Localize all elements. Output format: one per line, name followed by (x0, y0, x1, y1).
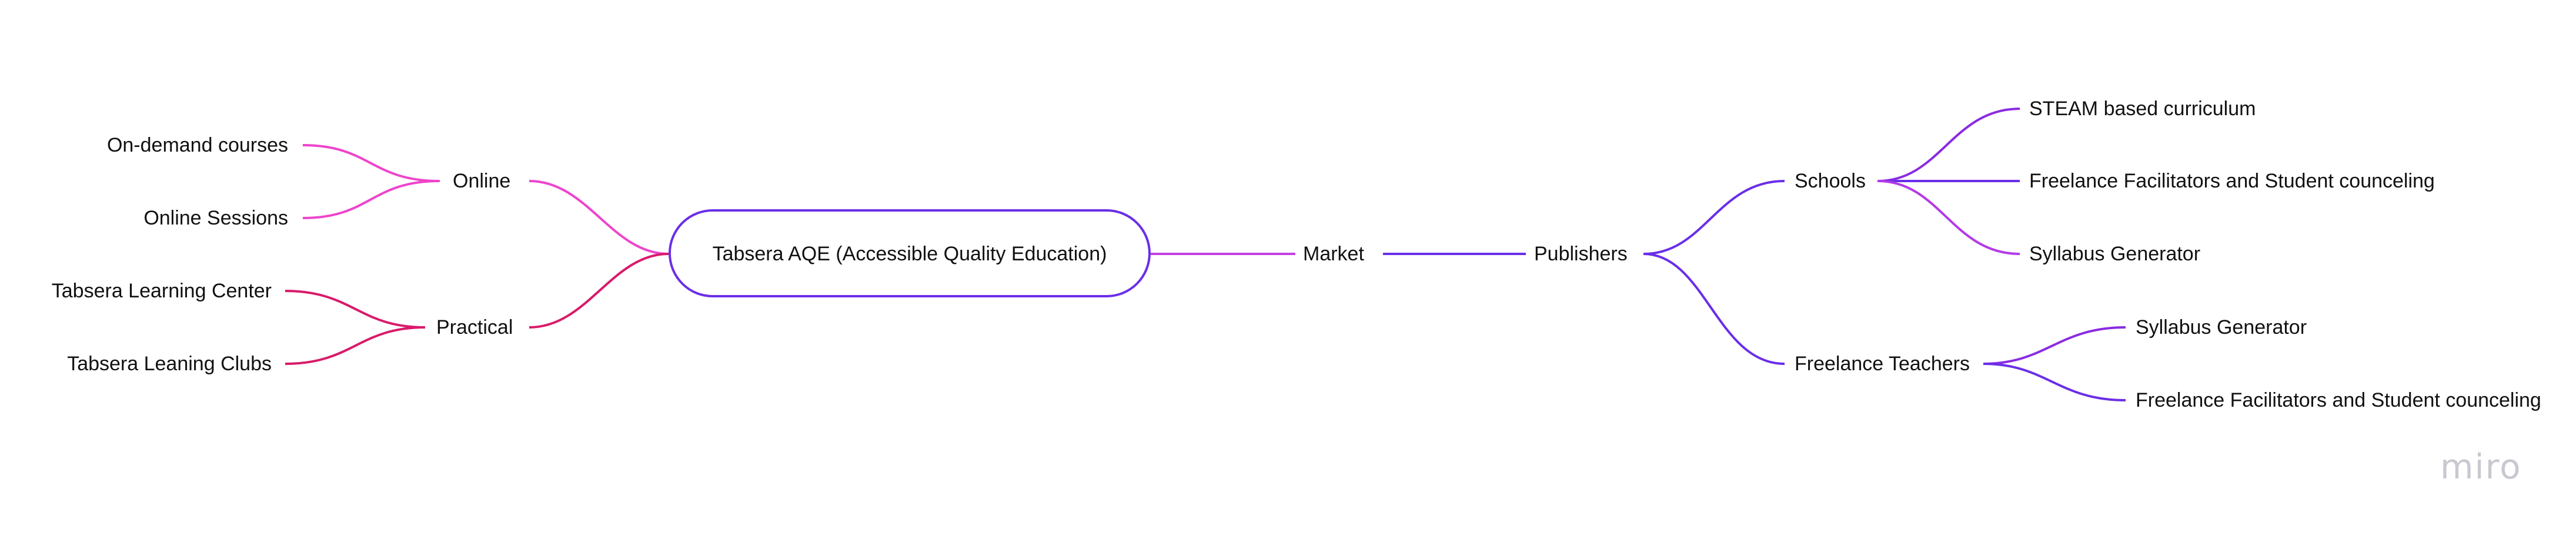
node-freelance-syllabus-generator[interactable]: Syllabus Generator (2136, 316, 2307, 339)
connector-practical-clubs (285, 326, 426, 365)
connector-schools-syllabus (1877, 180, 2020, 255)
node-tabsera-learning-center[interactable]: Tabsera Learning Center (51, 280, 272, 302)
miro-watermark: miro (2440, 447, 2522, 487)
connector-schools-steam (1877, 108, 2020, 182)
node-practical[interactable]: Practical (436, 316, 513, 339)
connector-practical-center (285, 290, 426, 329)
node-schools[interactable]: Schools (1795, 170, 1866, 192)
node-steam-curriculum[interactable]: STEAM based curriculum (2029, 98, 2256, 120)
node-publishers[interactable]: Publishers (1534, 243, 1628, 265)
node-schools-syllabus-generator[interactable]: Syllabus Generator (2029, 243, 2201, 265)
connector-freelance-facilitators (1983, 363, 2126, 401)
connector-root-online (529, 180, 669, 255)
connector-publishers-schools (1643, 180, 1785, 255)
node-on-demand-courses[interactable]: On-demand courses (106, 134, 288, 156)
node-online-sessions[interactable]: Online Sessions (143, 207, 288, 229)
connector-publishers-freelance (1643, 253, 1785, 365)
node-freelance-teachers[interactable]: Freelance Teachers (1795, 353, 1970, 375)
connector-root-practical (529, 253, 669, 329)
connector-online-sessions (302, 180, 440, 219)
node-market[interactable]: Market (1303, 243, 1364, 265)
node-freelance-facilitators[interactable]: Freelance Facilitators and Student counc… (2136, 389, 2541, 411)
connector-freelance-syllabus (1983, 326, 2126, 365)
node-tabsera-leaning-clubs[interactable]: Tabsera Leaning Clubs (67, 353, 272, 375)
node-schools-facilitators[interactable]: Freelance Facilitators and Student counc… (2029, 170, 2435, 192)
node-online[interactable]: Online (453, 170, 511, 192)
root-label: Tabsera AQE (Accessible Quality Educatio… (712, 243, 1107, 265)
connector-online-ondemand (302, 144, 440, 182)
root-node[interactable] (669, 209, 1151, 297)
